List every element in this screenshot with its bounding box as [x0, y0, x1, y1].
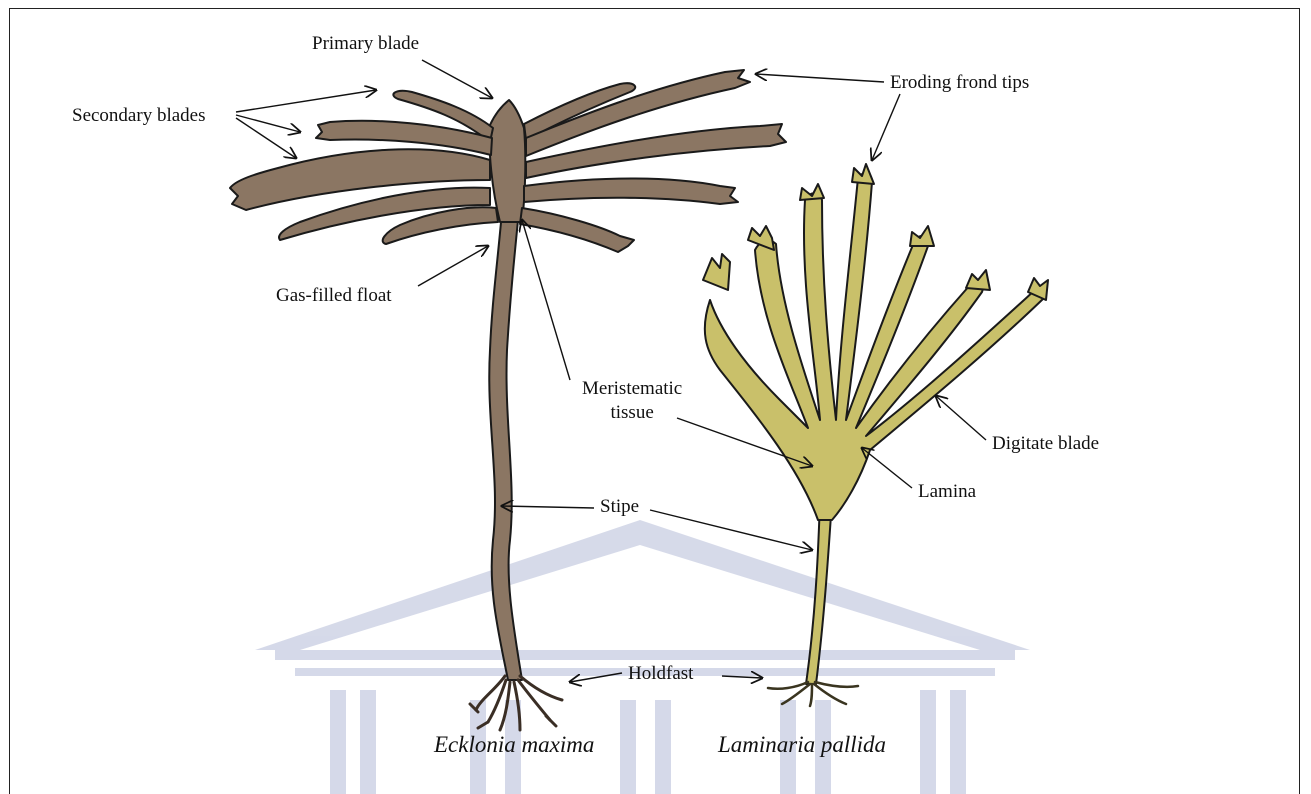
ecklonia-primary-blade: [489, 100, 525, 222]
species-label-ecklonia: Ecklonia maxima: [434, 733, 594, 756]
label-meristematic-line1: Meristematic: [582, 377, 682, 401]
label-holdfast: Holdfast: [628, 664, 693, 683]
label-stipe: Stipe: [600, 497, 639, 516]
ecklonia-frond-r4: [524, 179, 738, 205]
watermark-building: [255, 520, 1030, 794]
label-gas-filled-float: Gas-filled float: [276, 286, 392, 305]
label-digitate-blade: Digitate blade: [992, 434, 1099, 453]
label-primary-blade: Primary blade: [312, 34, 419, 53]
ecklonia-frond-r5: [520, 208, 634, 252]
label-eroding-frond-tips: Eroding frond tips: [890, 73, 1029, 92]
label-secondary-blades: Secondary blades: [72, 106, 205, 125]
label-meristematic-line2: tissue: [582, 401, 682, 425]
laminaria-lamina: [705, 173, 1045, 520]
label-meristematic-tissue: Meristematic tissue: [582, 377, 682, 425]
label-lamina: Lamina: [918, 482, 976, 501]
ecklonia-stipe: [489, 200, 522, 680]
species-label-laminaria: Laminaria pallida: [718, 733, 886, 756]
